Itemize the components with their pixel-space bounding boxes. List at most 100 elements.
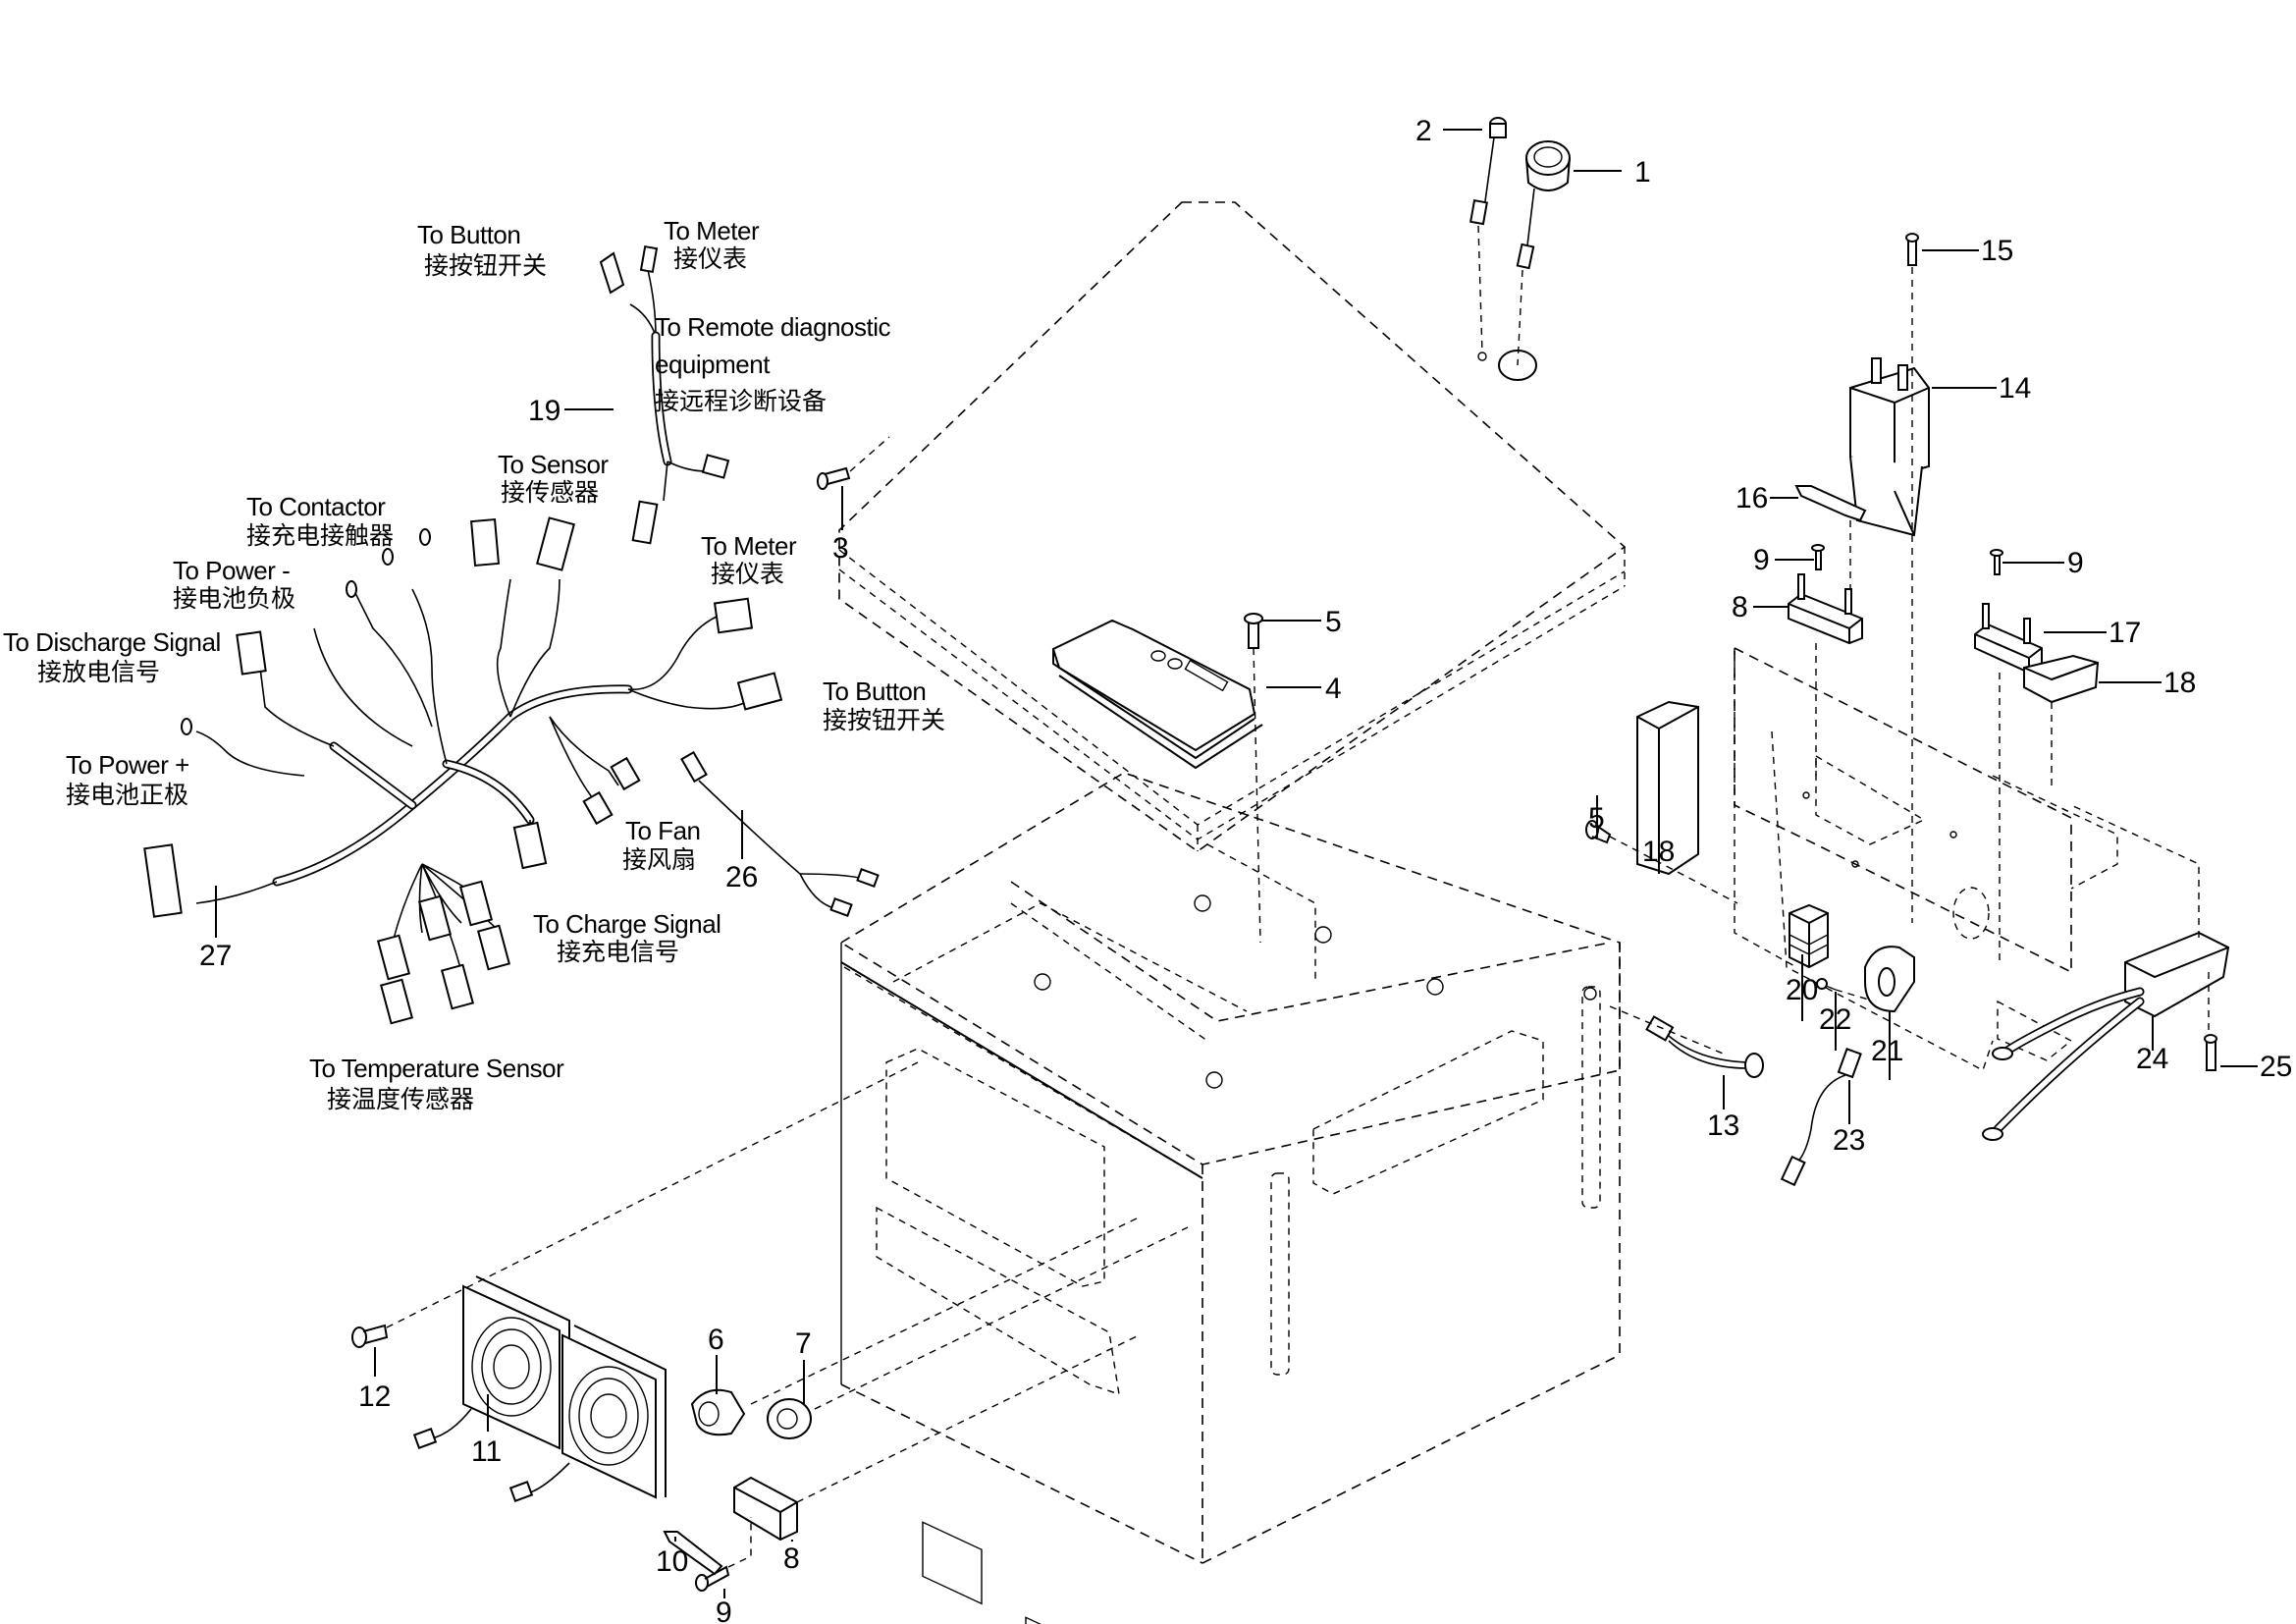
- part-number: 9: [1753, 544, 1770, 576]
- main-harness-27: [143, 516, 783, 1025]
- controller-module: [1051, 619, 1263, 770]
- fuse-holder-8: [1788, 573, 1863, 776]
- current-sensor-21: [1864, 946, 1915, 1013]
- svg-text:接仪表: 接仪表: [673, 244, 747, 273]
- part-number: 9: [2067, 547, 2084, 579]
- screw-9-bottom: [695, 1517, 752, 1592]
- button-cap-6: [690, 1217, 1140, 1436]
- svg-text:接放电信号: 接放电信号: [37, 658, 160, 686]
- part-number: 24: [2136, 1043, 2168, 1075]
- harness-labels: To Button 接按钮开关 To Meter 接仪表 To Remote d…: [3, 216, 945, 1113]
- svg-text:To Power +: To Power +: [66, 750, 189, 780]
- label-to-power-negative: To Power - 接电池负极: [173, 556, 295, 613]
- part-number: 18: [1642, 836, 1675, 868]
- svg-text:接按钮开关: 接按钮开关: [823, 706, 945, 734]
- power-connector-24: [1982, 804, 2230, 1141]
- fan-grille: [922, 1521, 1081, 1624]
- part-number: 8: [783, 1543, 800, 1575]
- screw-15: [1905, 233, 1919, 923]
- part-number: 6: [708, 1324, 724, 1356]
- contactor: [1849, 357, 1930, 537]
- svg-text:equipment: equipment: [655, 350, 771, 379]
- part-number: 15: [1981, 235, 2013, 267]
- part-number: 5: [1588, 802, 1605, 835]
- cable-13: [1609, 1005, 1764, 1078]
- svg-text:To Fan: To Fan: [625, 816, 701, 845]
- svg-text:接传感器: 接传感器: [501, 478, 599, 507]
- svg-text:To Contactor: To Contactor: [246, 492, 386, 521]
- svg-text:接风扇: 接风扇: [622, 845, 696, 874]
- svg-text:To Discharge Signal: To Discharge Signal: [3, 627, 221, 657]
- part-number: 5: [1325, 606, 1342, 638]
- svg-text:接电池负极: 接电池负极: [173, 584, 295, 613]
- label-to-temperature-sensor: To Temperature Sensor 接温度传感器: [309, 1054, 565, 1113]
- part-number: 7: [795, 1327, 812, 1360]
- screw-22: [1816, 978, 1876, 1002]
- meter-gauge: [1516, 140, 1571, 366]
- part-number: 10: [656, 1545, 688, 1578]
- label-to-meter-mid: To Meter 接仪表: [701, 531, 797, 588]
- screw-9-holder-17: [1990, 549, 2003, 575]
- svg-text:To Remote diagnostic: To Remote diagnostic: [655, 312, 891, 342]
- label-to-discharge-signal: To Discharge Signal 接放电信号: [3, 627, 221, 686]
- svg-text:To Charge Signal: To Charge Signal: [533, 909, 721, 939]
- part-number: 23: [1833, 1124, 1865, 1157]
- svg-text:接仪表: 接仪表: [711, 560, 784, 588]
- cable-26: [680, 750, 880, 917]
- part-number: 8: [1732, 591, 1748, 623]
- label-to-button-top: To Button 接按钮开关: [417, 220, 547, 280]
- svg-text:To Meter: To Meter: [701, 531, 797, 561]
- meter-bezel-7: [767, 1226, 1189, 1439]
- part-number: 25: [2260, 1051, 2292, 1083]
- part-number: 22: [1819, 1003, 1851, 1036]
- part-number: 14: [1999, 372, 2031, 405]
- label-to-button-mid: To Button 接按钮开关: [823, 677, 945, 734]
- part-numbers: 1 2 3 4 5 5 6 7 8 8 9 9 9 10 11 12 13 14…: [199, 115, 2292, 1624]
- relay-20: [1789, 903, 1829, 969]
- mounting-plate: [1734, 646, 2118, 1072]
- part-number: 19: [528, 395, 561, 427]
- part-number: 9: [716, 1597, 732, 1624]
- part-number: 3: [832, 532, 849, 565]
- fuse-holder-17: [1974, 603, 2043, 962]
- screw-5-controller: [1244, 613, 1263, 944]
- svg-text:To Button: To Button: [417, 220, 520, 249]
- fuse-10: [663, 1531, 723, 1576]
- part-number: 20: [1786, 974, 1818, 1006]
- part-number: 21: [1871, 1035, 1903, 1067]
- screw-9-holder-8: [1811, 544, 1825, 570]
- label-to-power-positive: To Power + 接电池正极: [66, 750, 189, 809]
- svg-text:To Power -: To Power -: [173, 556, 290, 585]
- svg-text:接电池正极: 接电池正极: [66, 781, 188, 809]
- part-number: 16: [1735, 482, 1768, 514]
- part-number: 2: [1415, 115, 1432, 147]
- harness-19: [599, 244, 730, 545]
- fuse-16: [1794, 485, 1867, 614]
- part-number: 4: [1325, 673, 1342, 705]
- main-chassis-box: [840, 772, 1621, 1624]
- label-to-fan: To Fan 接风扇: [622, 816, 701, 874]
- part-number: 1: [1634, 156, 1651, 189]
- screw-3: [817, 436, 890, 490]
- part-number: 17: [2109, 617, 2141, 649]
- button-switch: [1469, 117, 1507, 354]
- part-number: 27: [199, 940, 232, 972]
- cooling-fan-right: [508, 1325, 667, 1502]
- module-18-right: [2023, 654, 2100, 785]
- part-number: 18: [2163, 667, 2196, 699]
- label-to-charge-signal: To Charge Signal 接充电信号: [533, 909, 721, 966]
- svg-text:To Temperature Sensor: To Temperature Sensor: [309, 1054, 564, 1083]
- svg-text:接温度传感器: 接温度传感器: [327, 1085, 474, 1113]
- svg-text:接充电信号: 接充电信号: [557, 938, 679, 966]
- label-to-contactor: To Contactor 接充电接触器: [246, 492, 394, 550]
- screw-25: [2204, 1034, 2217, 1071]
- svg-text:To Sensor: To Sensor: [498, 450, 609, 479]
- svg-text:To Meter: To Meter: [664, 216, 760, 245]
- svg-text:接按钮开关: 接按钮开关: [424, 251, 547, 280]
- part-number: 13: [1707, 1110, 1739, 1142]
- part-number: 26: [725, 861, 758, 893]
- cable-23: [1780, 1048, 1862, 1187]
- svg-text:接远程诊断设备: 接远程诊断设备: [655, 387, 827, 415]
- label-to-remote-diagnostic: To Remote diagnostic equipment 接远程诊断设备: [655, 312, 891, 415]
